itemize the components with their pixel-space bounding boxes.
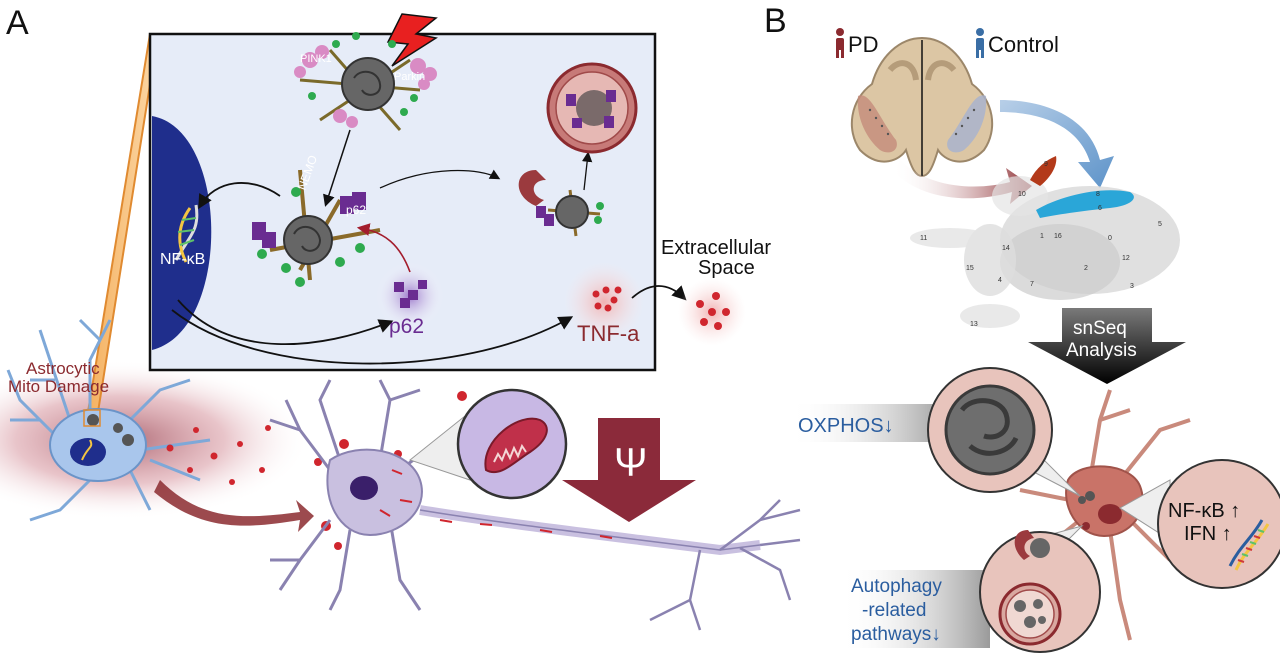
- cluster-label-4: 4: [998, 277, 1002, 284]
- cluster-label-12: 12: [1122, 255, 1130, 262]
- neuron: [269, 379, 801, 631]
- arrow-to-mitophagy: [379, 169, 501, 189]
- cluster-label-10: 10: [1018, 191, 1026, 198]
- p62-free-label: p62: [389, 315, 424, 338]
- cluster-label-0: 0: [1108, 235, 1112, 242]
- autophagy-label-line1: Autophagy: [851, 576, 942, 597]
- cluster-label-15: 15: [966, 265, 974, 272]
- autophagy-label-line2: -related: [862, 600, 926, 621]
- cluster-label-7: 7: [1030, 281, 1034, 288]
- cluster-label-5: 5: [1158, 221, 1162, 228]
- arrow-nemo-to-nfkb: [198, 182, 281, 210]
- extracellular-label-line1: Extracellular: [661, 237, 771, 259]
- arrow-to-autophagosome: [581, 151, 593, 191]
- ifn-label: IFN ↑: [1184, 523, 1232, 545]
- autophagy-band: [840, 570, 990, 648]
- p62-cluster-icon: [394, 280, 427, 308]
- cluster-label-6: 6: [1098, 205, 1102, 212]
- cluster-label-3: 3: [1130, 283, 1134, 290]
- snseq-analysis-arrow: [1028, 308, 1186, 384]
- dna-strand-icon: [1228, 519, 1270, 571]
- mitochondrion-phagophore: [518, 170, 604, 237]
- astrocyte: [6, 318, 211, 522]
- cluster-label-14: 14: [1002, 245, 1010, 252]
- cluster-label-2: 2: [1084, 265, 1088, 272]
- panel-a-letter: A: [6, 4, 29, 42]
- tnf-label: TNF-a: [577, 321, 640, 346]
- midbrain-section: [850, 36, 994, 178]
- mitochondrion-icon: [484, 417, 548, 473]
- arrow-p62-to-mito: [356, 223, 411, 273]
- snseq-label-line1: snSeq: [1073, 318, 1127, 339]
- snseq-label-line2: Analysis: [1066, 340, 1137, 361]
- control-person-icon: [976, 28, 984, 58]
- nfkb-ifn-circle: [1157, 459, 1280, 589]
- astrocyte-nucleus: [152, 116, 212, 350]
- nfkb-b-label: NF-κB ↑: [1168, 500, 1240, 522]
- control-label: Control: [988, 32, 1059, 57]
- arrow-astrocyte-to-neuron: [154, 480, 314, 532]
- pink1-label: PINK1: [300, 53, 332, 65]
- panel-b-letter: B: [764, 2, 787, 40]
- nfkb-label: NF-κB: [160, 251, 205, 268]
- autophagosome: [546, 62, 638, 154]
- cluster-label-13: 13: [970, 321, 978, 328]
- autophagy-label-line3: pathways↓: [851, 624, 941, 645]
- control-to-cluster-arrow: [1000, 100, 1114, 188]
- cluster-label-9: 9: [1044, 161, 1048, 168]
- oxphos-label: OXPHOS↓: [798, 415, 894, 437]
- cluster-label-11: 11: [920, 235, 927, 242]
- arrow-tnf-to-extracellular: [631, 285, 687, 301]
- cluster-label-1: 1: [1040, 233, 1044, 240]
- pd-person-icon: [836, 28, 844, 58]
- autophagosome-icon: [998, 530, 1062, 646]
- damaged-mitochondrion-icon: [944, 384, 1036, 476]
- astro-label-line1: Astrocytic: [26, 359, 100, 378]
- dna-helix-icon: [174, 204, 199, 263]
- oxphos-band: [790, 404, 950, 442]
- arrow-nfkb-to-tnf: [171, 309, 574, 365]
- arrow-nfkb-to-p62: [177, 299, 394, 345]
- damaged-mitochondrion-top: [294, 32, 437, 131]
- membrane-potential-down-arrow: [562, 418, 696, 522]
- tnf-glow: [564, 262, 644, 342]
- umap-scatter: [910, 156, 1180, 328]
- pd-label: PD: [848, 32, 879, 57]
- zoom-cone: [86, 33, 160, 413]
- p62-box-label: p62: [346, 203, 366, 217]
- extracellular-tnf-icon: [696, 292, 730, 330]
- extracellular-label-line2: Space: [698, 257, 755, 279]
- astro-label-line2: Mito Damage: [8, 377, 109, 396]
- cluster-label-8: 8: [1096, 191, 1100, 198]
- tnf-particles-icon: [592, 286, 622, 312]
- cluster-label-16: 16: [1054, 233, 1062, 240]
- umap-cluster-labels: 0 1 2 3 4 5 6 7 8 9 10 11 12 13 14 15 16: [920, 161, 1162, 328]
- parkin-label: Parkin: [394, 71, 425, 83]
- psi-label: Ψ: [614, 441, 647, 485]
- arrow-pink1-to-nemo: [323, 129, 351, 207]
